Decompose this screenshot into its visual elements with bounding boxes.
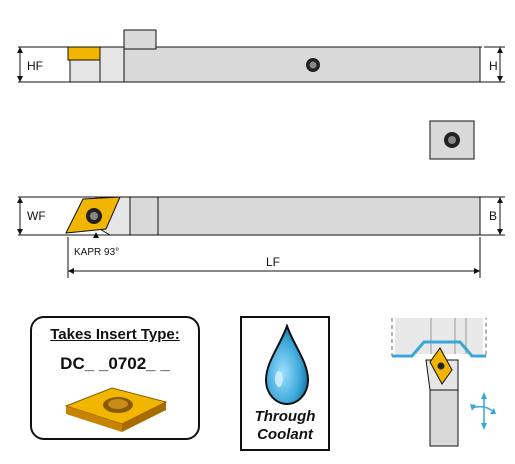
end-view: [429, 120, 475, 160]
application-sketch: [391, 318, 496, 447]
coolant-line-1: Through: [254, 408, 316, 425]
screw-icon: [444, 132, 460, 148]
kapr-label: KAPR 93°: [74, 247, 119, 258]
coolant-panel: Through Coolant: [240, 316, 330, 451]
top-view: WF B KAPR 93° LF: [17, 196, 505, 278]
h-label: H: [489, 59, 498, 73]
water-drop-icon: [264, 324, 310, 406]
screw-icon: [86, 208, 102, 224]
hf-label: HF: [27, 59, 43, 73]
insert-icon: [64, 387, 168, 432]
wf-label: WF: [27, 209, 46, 223]
insert-type-panel: Takes Insert Type: DC_ _0702_ _: [30, 316, 200, 440]
side-view: HF H: [17, 29, 505, 83]
b-label: B: [489, 209, 497, 223]
insert-code: DC_ _0702_ _: [60, 354, 170, 373]
screw-icon: [306, 58, 320, 72]
coolant-line-2: Coolant: [257, 426, 313, 443]
insert-type-title: Takes Insert Type:: [50, 326, 180, 343]
lf-label: LF: [266, 255, 280, 269]
coolant-label: Through Coolant: [242, 408, 328, 444]
rotation-arrows-icon: [470, 392, 496, 430]
